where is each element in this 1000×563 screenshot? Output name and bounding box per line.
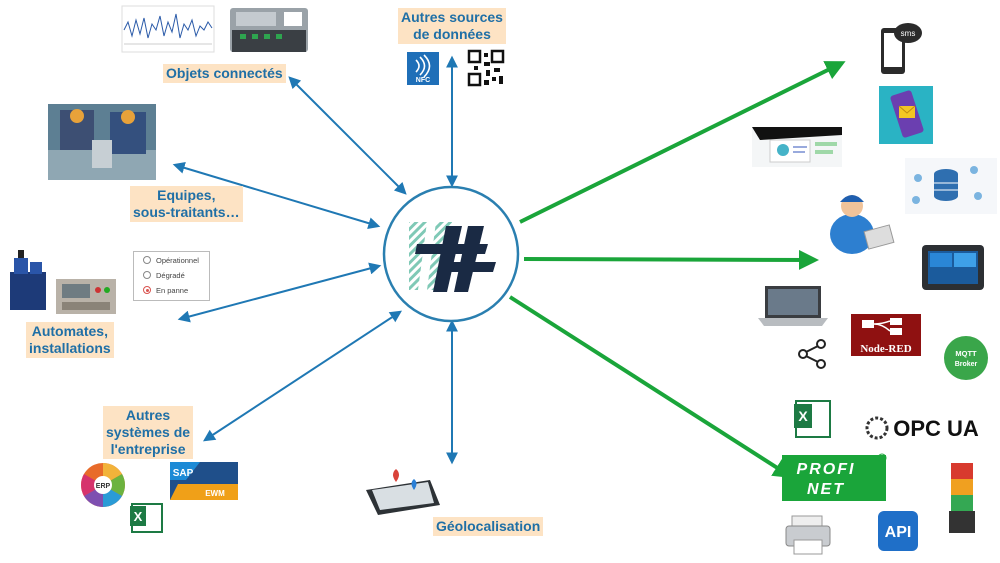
radio-selected-icon[interactable]: [143, 286, 151, 294]
status-option-en-panne[interactable]: En panne: [143, 283, 209, 297]
arrow-objets: [288, 76, 407, 195]
api-text: API: [885, 524, 912, 541]
email-phone-icon: [879, 86, 933, 144]
qr-code-icon: [467, 49, 505, 87]
arrow-automates: [177, 262, 382, 323]
status-radio-group: Opérationnel Dégradé En panne: [133, 251, 210, 301]
profinet-text-2: NET: [807, 481, 845, 498]
label-autres-systemes: Autres systèmes de l'entreprise: [103, 406, 194, 459]
excel-right-text: X: [798, 408, 808, 424]
label-text: Géolocalisation: [436, 518, 541, 534]
ewm-text: EWM: [205, 489, 225, 498]
status-option-operationnel[interactable]: Opérationnel: [143, 253, 209, 267]
sms-text: sms: [901, 29, 916, 38]
arrow-autres-systemes: [202, 310, 403, 442]
label-line-2: de données: [413, 26, 491, 42]
printer-icon: [785, 515, 831, 555]
mqtt-text-2: Broker: [955, 361, 978, 368]
radio-icon[interactable]: [143, 271, 151, 279]
technician-tablet-image: [830, 195, 895, 254]
label-line-3: l'entreprise: [110, 441, 186, 457]
profinet-text-1: PROFI: [797, 461, 856, 478]
node-red-logo: Node-RED: [851, 314, 921, 356]
label-line-2: sous-traitants…: [133, 204, 240, 220]
sap-ewm-logo: SAP EWM: [170, 462, 238, 500]
database-icon: [905, 158, 997, 214]
label-line-1: Autres sources: [401, 9, 503, 25]
map-phone-icon: [366, 469, 440, 515]
rugged-tablet-icon: [922, 245, 984, 290]
status-option-degrade[interactable]: Dégradé: [143, 268, 209, 282]
label-line-1: Equipes,: [157, 187, 216, 203]
arrow-out-bottom: [508, 295, 794, 479]
label-equipes: Equipes, sous-traitants…: [130, 186, 243, 222]
excel-icon-left: X: [130, 503, 163, 533]
sap-text: SAP: [173, 468, 194, 479]
nfc-text: NFC: [416, 77, 430, 84]
status-option-label: Opérationnel: [156, 255, 199, 265]
erp-wheel-icon: ERP: [81, 463, 125, 507]
mqtt-text-1: MQTT: [955, 349, 977, 358]
profinet-logo: PROFI NET: [782, 453, 887, 501]
hydraulic-unit-image: [10, 250, 46, 310]
label-automates: Automates, installations: [26, 322, 114, 358]
arrow-out-top: [519, 61, 846, 224]
sensor-chart-thumbnail: [121, 5, 215, 53]
hub-logo: [382, 185, 520, 323]
opc-ua-logo: OPC UA: [865, 416, 979, 441]
iot-gateway-device: [230, 8, 308, 52]
share-icon: [798, 339, 826, 369]
excel-icon-right: X: [794, 400, 831, 438]
signal-tower-lamp-icon: [949, 463, 975, 533]
label-geolocalisation: Géolocalisation: [433, 517, 544, 536]
radio-icon[interactable]: [143, 256, 151, 264]
label-line-2: systèmes de: [106, 424, 191, 440]
label-autres-sources: Autres sources de données: [398, 8, 506, 44]
erp-text: ERP: [96, 483, 111, 490]
status-option-label: Dégradé: [156, 270, 185, 280]
mqtt-broker-icon: MQTT Broker: [944, 336, 988, 380]
nfc-icon: NFC: [407, 52, 439, 85]
label-line-1: Automates,: [31, 323, 108, 339]
label-line-2: installations: [29, 340, 111, 356]
workers-photo: [48, 104, 156, 180]
report-analytics-image: [752, 127, 842, 167]
opcua-text: OPC UA: [893, 416, 979, 441]
arrow-equipes: [172, 162, 381, 229]
control-panel-image: [56, 279, 116, 314]
nodered-text: Node-RED: [860, 343, 911, 355]
laptop-icon: [758, 286, 828, 326]
arrow-out-middle: [523, 249, 819, 270]
sms-phone-icon: sms: [881, 23, 922, 74]
label-line-1: Autres: [125, 407, 171, 423]
excel-left-text: X: [134, 509, 143, 524]
label-text: Objets connectés: [166, 65, 283, 81]
api-icon: API: [878, 511, 918, 551]
label-objets-connectes: Objets connectés: [163, 64, 286, 83]
status-option-label: En panne: [156, 285, 189, 295]
